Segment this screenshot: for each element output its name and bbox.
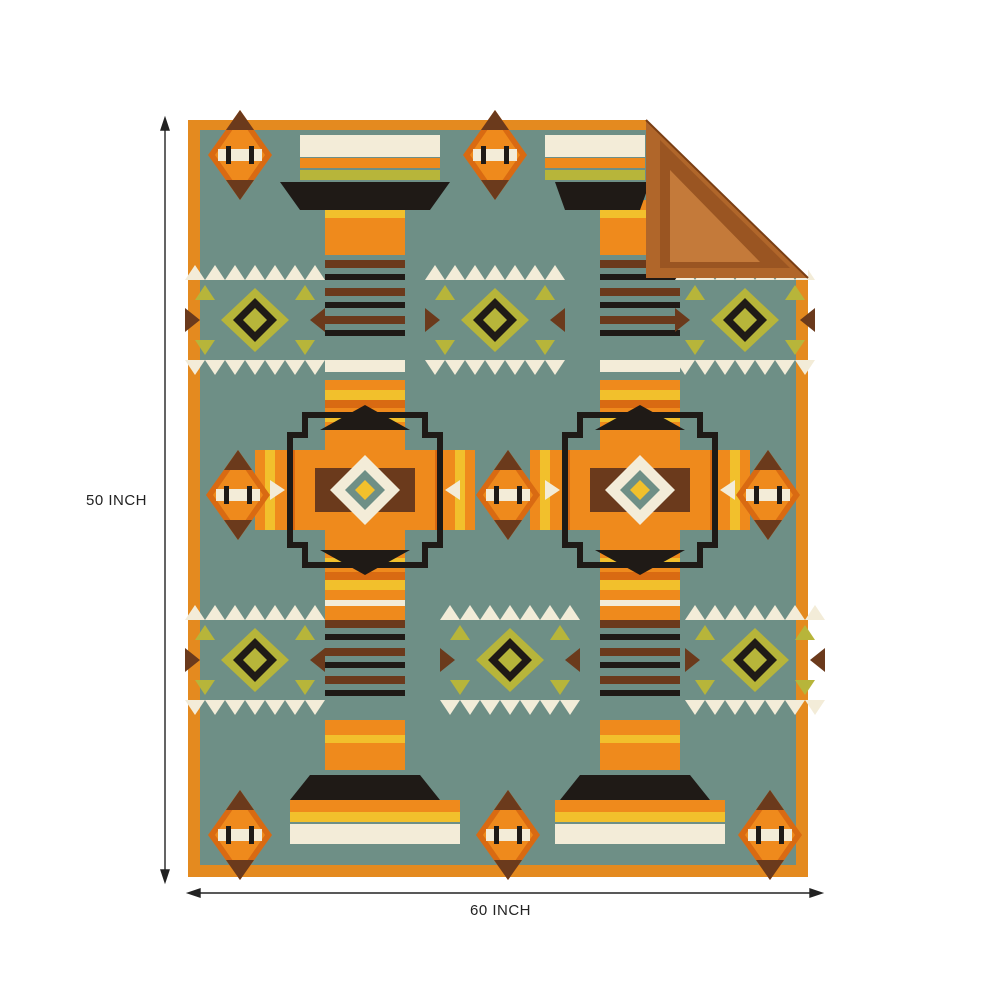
blanket: [185, 110, 825, 880]
folded-corner: [645, 119, 809, 279]
height-label: 50 INCH: [86, 492, 148, 509]
height-dimension-arrow: [160, 115, 170, 885]
width-dimension-arrow: [185, 888, 825, 898]
width-label: 60 INCH: [470, 902, 532, 919]
